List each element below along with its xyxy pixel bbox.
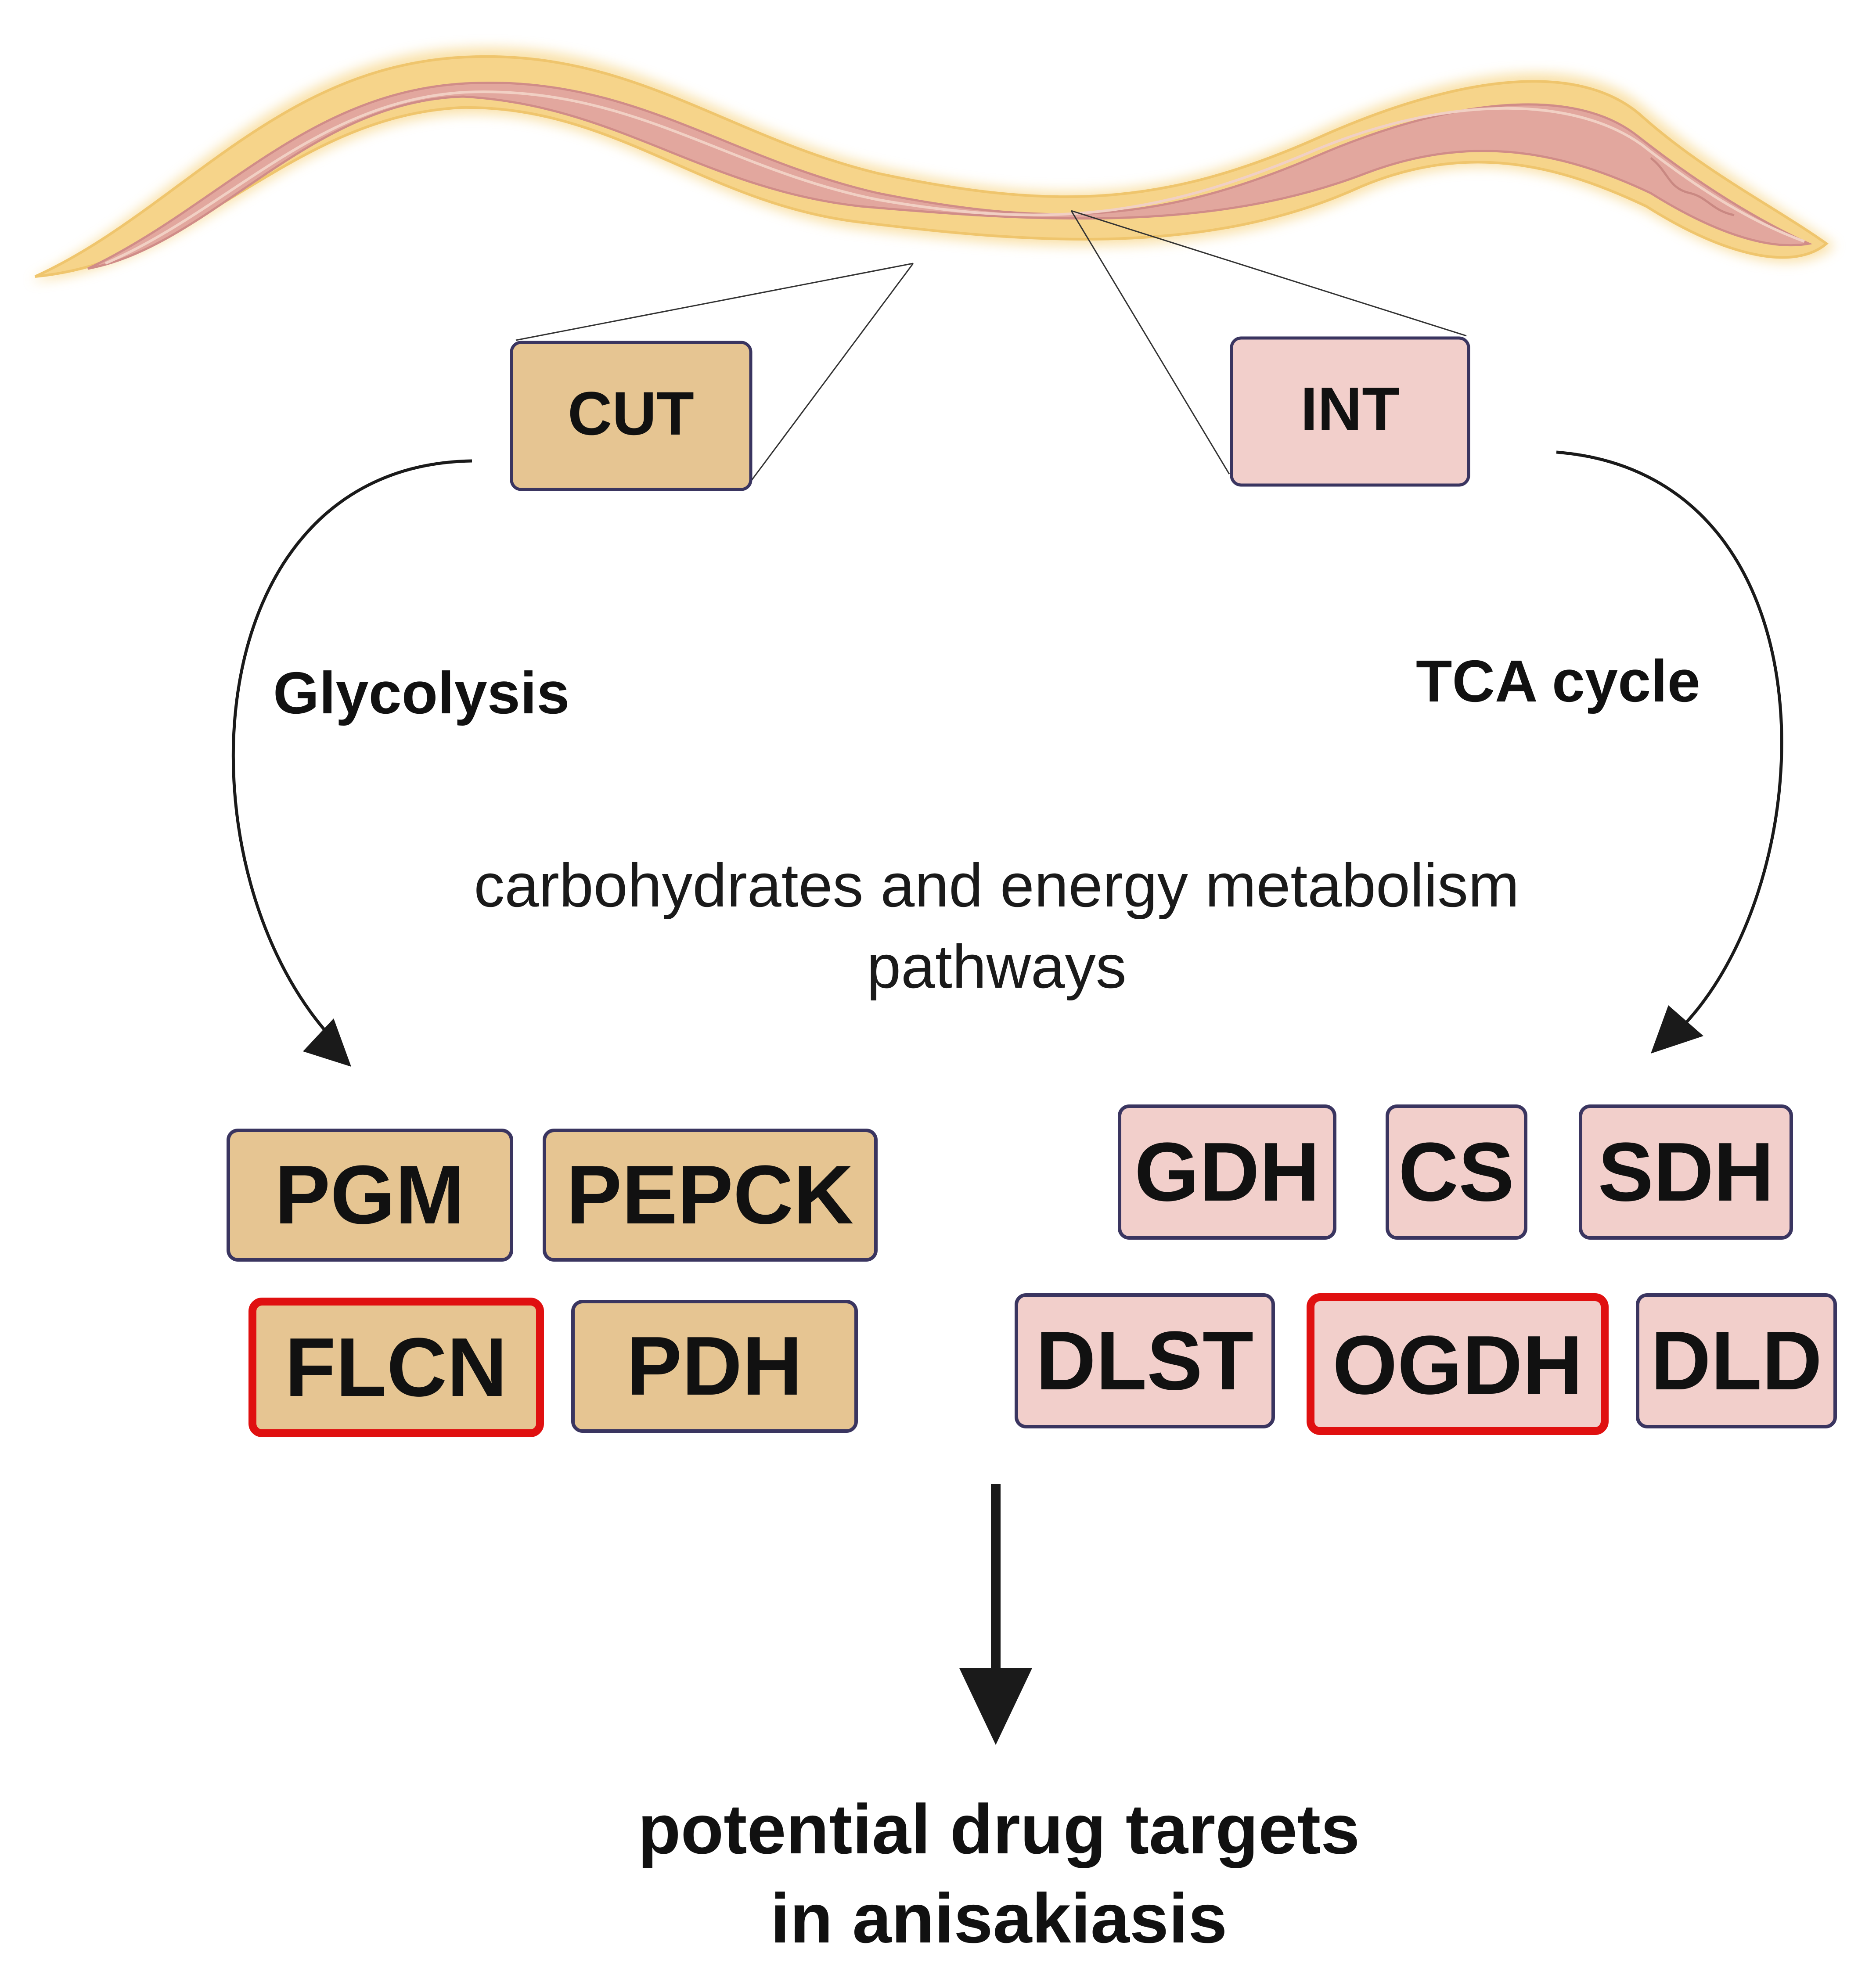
enzyme-box-ogdh: OGDH: [1307, 1293, 1609, 1435]
enzyme-box-sdh: SDH: [1579, 1104, 1793, 1240]
worm-intestine: [87, 82, 1813, 270]
enzyme-box-flcn: FLCN: [248, 1298, 544, 1437]
int-label: INT: [1300, 374, 1400, 443]
tca-arrow: [1556, 450, 1783, 1054]
glycolysis-arrowhead: [303, 1018, 351, 1067]
tca-arrowhead: [1651, 1005, 1703, 1054]
enzyme-box-gdh: GDH: [1118, 1104, 1336, 1240]
enzyme-label: PEPCK: [566, 1148, 854, 1241]
cut-box-frame: [510, 341, 753, 491]
enzyme-box-frame: [1015, 1293, 1275, 1428]
enzyme-box-frame: [1579, 1104, 1793, 1240]
cut-box: CUT: [510, 341, 753, 491]
enzyme-box-pdh: PDH: [571, 1300, 858, 1433]
tca-enzymes: GDH CS SDH DLST OGDH DLD: [1015, 1104, 1837, 1435]
enzyme-box-dlst: DLST: [1015, 1293, 1275, 1428]
cut-label: CUT: [568, 379, 694, 448]
worm-gut-line: [104, 90, 1805, 265]
enzyme-box-dld: DLD: [1636, 1293, 1837, 1428]
int-box-frame: [1230, 336, 1470, 487]
enzyme-label: DLST: [1036, 1314, 1253, 1407]
enzyme-label: PGM: [275, 1148, 465, 1241]
glycolysis-label: Glycolysis: [273, 660, 569, 726]
glycolysis-arrow: [231, 459, 472, 1067]
enzyme-label: DLD: [1651, 1314, 1822, 1407]
enzyme-box-frame: [1307, 1293, 1609, 1435]
enzyme-label: OGDH: [1332, 1319, 1583, 1412]
enzyme-box-cs: CS: [1386, 1104, 1527, 1240]
down-arrow: [959, 1484, 1032, 1745]
down-arrowhead: [959, 1668, 1032, 1745]
enzyme-box-pgm: PGM: [227, 1129, 513, 1262]
enzyme-label: GDH: [1134, 1126, 1320, 1219]
enzyme-label: SDH: [1598, 1126, 1774, 1219]
glycolysis-enzymes: PGM PEPCK FLCN PDH: [227, 1129, 878, 1437]
worm-tail-detail: [1650, 157, 1735, 216]
enzyme-box-frame: [571, 1300, 858, 1433]
enzyme-box-pepck: PEPCK: [543, 1129, 878, 1262]
enzyme-label: FLCN: [285, 1321, 508, 1414]
zoom-lines: [515, 210, 1467, 488]
enzyme-label: CS: [1398, 1126, 1514, 1219]
enzyme-box-frame: [1636, 1293, 1837, 1428]
enzyme-box-frame: [1118, 1104, 1336, 1240]
enzyme-box-frame: [1386, 1104, 1527, 1240]
enzyme-box-frame: [248, 1298, 544, 1437]
enzyme-box-frame: [227, 1129, 513, 1262]
int-box: INT: [1230, 336, 1470, 487]
conclusion-line1: potential drug targets: [638, 1790, 1360, 1868]
enzyme-box-frame: [543, 1129, 878, 1262]
worm-illustration: [31, 47, 1835, 281]
enzyme-label: PDH: [626, 1320, 802, 1413]
conclusion-line2: in anisakiasis: [771, 1879, 1228, 1957]
worm-body: [34, 55, 1829, 278]
center-label-line2: pathways: [867, 932, 1126, 1001]
tca-cycle-label: TCA cycle: [1416, 648, 1700, 714]
center-label-line1: carbohydrates and energy metabolism: [474, 851, 1519, 920]
